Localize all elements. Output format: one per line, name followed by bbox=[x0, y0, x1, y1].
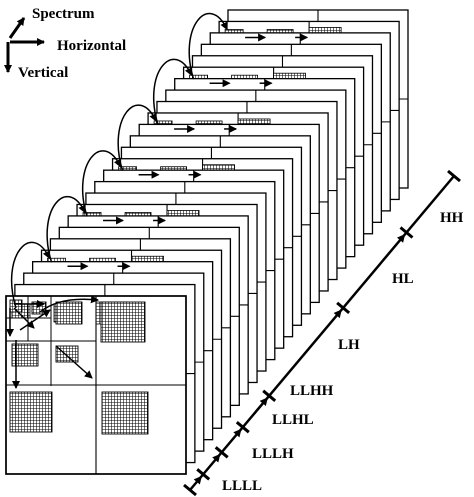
level-link-arrow bbox=[82, 150, 122, 217]
band-tick bbox=[214, 446, 229, 459]
band-labels: HH HL LH LLHH LLHL LLLH LLLL bbox=[222, 210, 464, 494]
band-label-hh: HH bbox=[440, 210, 464, 226]
subband-frame bbox=[5, 295, 187, 475]
front-frame-detail bbox=[5, 295, 187, 475]
band-label-llhl: LLHL bbox=[272, 412, 314, 428]
level-link-arrow bbox=[153, 58, 193, 126]
spectrum-band-axis bbox=[183, 169, 461, 497]
vertical-label: Vertical bbox=[18, 65, 68, 81]
level-link-arrow bbox=[46, 195, 86, 263]
band-tick bbox=[399, 226, 414, 239]
coefficient-block bbox=[9, 391, 53, 433]
band-boundary-arrow bbox=[212, 453, 221, 463]
coefficient-block bbox=[55, 301, 83, 325]
band-boundary-arrow bbox=[396, 234, 406, 243]
coefficient-block bbox=[101, 391, 149, 435]
arrow bbox=[13, 307, 35, 329]
axis-legend: Spectrum Horizontal Vertical bbox=[4, 6, 126, 81]
band-tick bbox=[196, 468, 211, 481]
subband-frame-stack bbox=[5, 9, 409, 475]
arrow bbox=[19, 309, 51, 331]
coefficient-block bbox=[100, 301, 146, 343]
level-link-arrow bbox=[117, 104, 157, 171]
band-tick bbox=[336, 301, 351, 315]
level-link-arrow bbox=[188, 12, 228, 80]
band-label-lh: LH bbox=[338, 337, 360, 353]
coefficient-block bbox=[11, 343, 39, 367]
band-tick bbox=[235, 421, 250, 434]
band-boundary-arrow bbox=[259, 397, 268, 407]
band-tick bbox=[262, 389, 277, 402]
band-boundary-arrow bbox=[193, 475, 202, 485]
band-label-lllh: LLLH bbox=[252, 446, 294, 462]
spectrum-label: Spectrum bbox=[32, 6, 95, 22]
spectrum-axis-arrow bbox=[8, 17, 26, 39]
band-tick bbox=[447, 169, 461, 183]
band-label-hl: HL bbox=[392, 271, 414, 287]
band-label-llhh: LLHH bbox=[290, 383, 334, 399]
horizontal-label: Horizontal bbox=[57, 38, 126, 54]
band-label-llll: LLLL bbox=[222, 478, 262, 494]
band-tick bbox=[183, 483, 197, 497]
band-boundary-arrow bbox=[333, 309, 342, 319]
band-axis-line bbox=[189, 175, 455, 491]
level-link-arrow bbox=[11, 241, 51, 309]
arrow bbox=[39, 295, 99, 313]
decomposition-arrows bbox=[6, 12, 309, 389]
arrow bbox=[55, 345, 93, 379]
band-boundary-arrow bbox=[233, 428, 242, 438]
